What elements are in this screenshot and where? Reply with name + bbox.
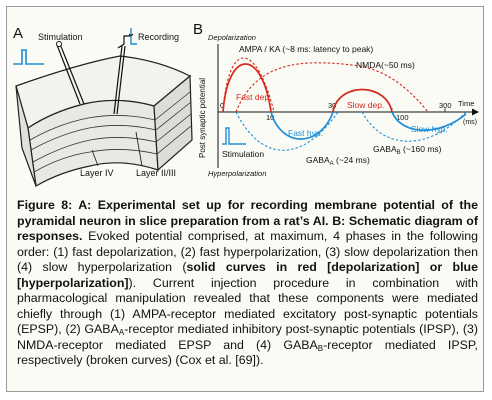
gaba-b-label: GABAB (~160 ms) [373, 144, 442, 156]
layer-iv-pointer [91, 149, 99, 167]
caption-text-1: Evoked potential comprised, at maximum, … [17, 229, 478, 274]
figure-caption: Figure 8: A: Experimental set up for rec… [17, 198, 478, 369]
slow-hyp-curve [391, 111, 467, 132]
gaba-b-dashed-curve [361, 111, 467, 142]
layer-ii-iii-label: Layer II/III [136, 168, 176, 178]
stimulation-b-label: Stimulation [222, 149, 264, 159]
caption-bold-phrase: solid curves in red [depolarization] or … [17, 260, 479, 290]
depolarization-label: Depolarization [208, 33, 256, 42]
layer-iv-label: Layer IV [80, 168, 114, 178]
panel-a: A Stimulation [13, 25, 193, 187]
layer-ii-iii-pointer [135, 131, 143, 167]
stimulation-electrode [56, 41, 85, 105]
caption-subscript-b: B [317, 343, 324, 353]
ampa-label: AMPA / KA (~8 ms: latency to peak) [239, 44, 373, 54]
stimulation-pulse-icon [13, 49, 44, 65]
nmda-label: NMDA(~50 ms) [356, 60, 415, 70]
caption-heading: Figure 8: A: Experimental set up for rec… [17, 198, 478, 243]
fast-dep-label: Fast dep. [236, 92, 271, 102]
caption-text-2: ). Current injection procedure in combin… [17, 275, 478, 337]
caption-text-4: -receptor mediated IPSP, respectively (b… [17, 337, 478, 368]
time-unit-label: (ms) [463, 119, 477, 126]
slow-hyp-label: Slow hyp. [411, 124, 448, 134]
tick-0-label: 0 [220, 101, 224, 110]
nmda-dashed-curve [235, 62, 429, 113]
tick-300-label: 300 [439, 101, 452, 110]
panel-a-letter: A [13, 25, 23, 42]
panel-b: B Depolarization Hyperpolarization Post … [193, 21, 479, 178]
fast-hyp-curve [270, 111, 334, 140]
tick-100-label: 100 [396, 113, 409, 122]
caption-text-3: -receptor mediated inhibitory post-synap… [17, 322, 478, 352]
stimulation-pulse-b-icon [222, 127, 246, 145]
stimulation-label: Stimulation [38, 32, 83, 42]
recording-label: Recording [138, 32, 179, 42]
time-label: Time [458, 99, 474, 108]
fast-hyp-label: Fast hyp. [288, 128, 323, 138]
y-axis-label: Post synaptic potential [198, 78, 207, 158]
hyperpolarization-label: Hyperpolarization [208, 169, 266, 178]
tick-30-label: 30 [328, 101, 336, 110]
fast-dep-curve [222, 63, 272, 113]
cortical-slice [15, 55, 193, 187]
caption-subscript-a: A [118, 328, 125, 337]
panel-b-letter: B [193, 21, 203, 38]
recording-electrode [113, 28, 137, 115]
slow-dep-label: Slow dep. [347, 100, 384, 110]
ampa-dashed-curve [222, 57, 275, 113]
figure-panels: A Stimulation [13, 21, 479, 187]
tick-10-label: 10 [266, 113, 274, 122]
gaba-a-label: GABAA (~24 ms) [306, 155, 370, 167]
slow-dep-curve [332, 88, 393, 113]
